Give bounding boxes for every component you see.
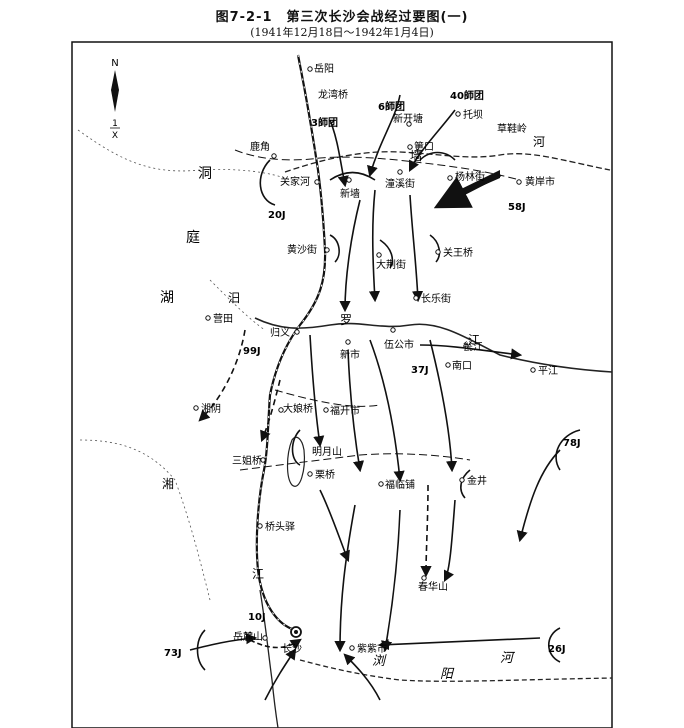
label-he-2: 河 xyxy=(500,651,516,666)
unit-26j: 26J xyxy=(548,644,566,655)
place-dajingjie: 大荆街 xyxy=(376,258,406,271)
place-daniangqiao: 大娘桥 xyxy=(283,402,313,415)
place-yingtian: 营田 xyxy=(213,312,233,325)
unit-78j: 78J xyxy=(563,438,581,449)
place-huangshajie: 黄沙街 xyxy=(287,243,317,256)
place-fulinpu: 福临铺 xyxy=(385,478,415,491)
troop-movements xyxy=(189,94,561,701)
place-markers xyxy=(193,66,536,651)
main-thrust-line xyxy=(433,171,502,209)
north-arrow-icon xyxy=(111,70,119,112)
compass-scale-unit: X xyxy=(112,131,118,141)
place-huanganshi: 黄岸市 xyxy=(525,175,555,188)
map-frame xyxy=(71,41,613,728)
place-chunhuashan: 春华山 xyxy=(418,580,448,593)
xinqiang-river xyxy=(284,151,611,173)
page-subtitle: (1941年12月18日～1942年1月4日) xyxy=(250,26,434,39)
unit-40-division: 40師团 xyxy=(450,89,484,102)
place-jinjing: 金井 xyxy=(467,474,487,487)
place-wengjiang: 瓮江 xyxy=(463,340,483,353)
place-xinqiang: 新墙 xyxy=(340,187,360,200)
place-qiaotouyi: 桥头驿 xyxy=(265,521,295,533)
place-liqiao: 栗桥 xyxy=(315,469,335,481)
miluo-river xyxy=(254,317,613,373)
unit-73j: 73J xyxy=(164,648,182,659)
place-guanjiahe: 关家河 xyxy=(280,175,310,188)
unit-labels: 3師团 6師团 40師团 20J 58J 99J 37J 78J 10J 73J… xyxy=(164,89,581,659)
defense-arcs xyxy=(196,151,581,671)
compass-north: N xyxy=(111,58,118,69)
label-dong: 洞 xyxy=(198,166,212,182)
label-xiang: 湘 xyxy=(162,476,174,491)
label-he-1: 河 xyxy=(533,135,545,149)
place-xiangyin: 湘阴 xyxy=(201,402,221,415)
compass: N 1 X xyxy=(110,58,120,141)
place-changlejie: 长乐街 xyxy=(421,292,451,305)
page-title: 图7-2-1 第三次长沙会战经过要图(一) xyxy=(215,10,469,25)
liuyang-river xyxy=(299,659,613,682)
place-zizishi: 紫紫市 xyxy=(357,642,387,655)
label-liu: 浏 xyxy=(372,654,387,669)
place-guanwangqiao: 关王桥 xyxy=(443,246,473,259)
xiangjiang xyxy=(259,589,279,728)
mingyue-lake xyxy=(286,436,305,487)
unit-6-division: 6師团 xyxy=(378,100,405,113)
place-xinkaitang: 新开塘 xyxy=(393,112,423,125)
unit-37j: 37J xyxy=(411,365,429,376)
place-gangkou: 筻口 xyxy=(414,140,434,153)
place-sanjieqiao: 三姐桥 xyxy=(232,454,262,467)
lake-shore xyxy=(77,129,291,601)
place-pingjiang: 平江 xyxy=(538,365,558,377)
place-mingyueshan: 明月山 xyxy=(312,446,342,458)
label-jiang-2: 江 xyxy=(252,567,264,581)
railway-ties xyxy=(256,54,326,631)
place-tuoba: 托坝 xyxy=(463,108,483,121)
place-lujiao: 鹿角 xyxy=(250,140,270,153)
unit-10j: 10J xyxy=(248,612,266,623)
compass-scale: 1 xyxy=(112,119,118,129)
place-changsha: 长沙 xyxy=(282,643,302,655)
label-luo: 罗 xyxy=(340,313,352,327)
place-yueyang: 岳阳 xyxy=(314,63,334,75)
unit-99j: 99J xyxy=(243,346,261,357)
unit-3-division: 3師团 xyxy=(311,116,338,129)
place-tongxijie: 潼溪街 xyxy=(385,177,415,190)
label-hu: 湖 xyxy=(160,290,174,306)
place-guiyi: 归义 xyxy=(270,326,290,339)
place-longwanqiao: 龙湾桥 xyxy=(318,88,348,101)
unit-20j: 20J xyxy=(268,210,286,221)
label-qiang: 墙 xyxy=(410,149,422,163)
place-yanglinjie: 杨林街 xyxy=(455,170,485,183)
place-wugongshi: 伍公市 xyxy=(384,338,414,351)
rivers xyxy=(254,151,613,728)
place-xinshi: 新市 xyxy=(340,348,360,361)
water-labels: 洞 庭 湖 汨 罗 江 墙 河 湘 江 浏 阳 河 xyxy=(160,135,545,682)
label-jiang-1: 江 xyxy=(468,333,480,347)
place-nankou: 南口 xyxy=(452,359,472,372)
place-caoxieling: 草鞋岭 xyxy=(497,122,527,135)
front-lines xyxy=(234,149,521,471)
place-yuelushan: 岳麓山 xyxy=(233,630,263,643)
label-ting: 庭 xyxy=(186,229,200,246)
place-labels: 岳阳 龙湾桥 新开塘 托坝 草鞋岭 鹿角 筻口 关家河 新墙 潼溪街 杨林街 黄… xyxy=(201,63,558,655)
place-fukaishi: 福开市 xyxy=(330,404,360,417)
label-mi: 汨 xyxy=(228,291,240,305)
unit-58j: 58J xyxy=(508,202,526,213)
label-yang: 阳 xyxy=(440,667,455,682)
